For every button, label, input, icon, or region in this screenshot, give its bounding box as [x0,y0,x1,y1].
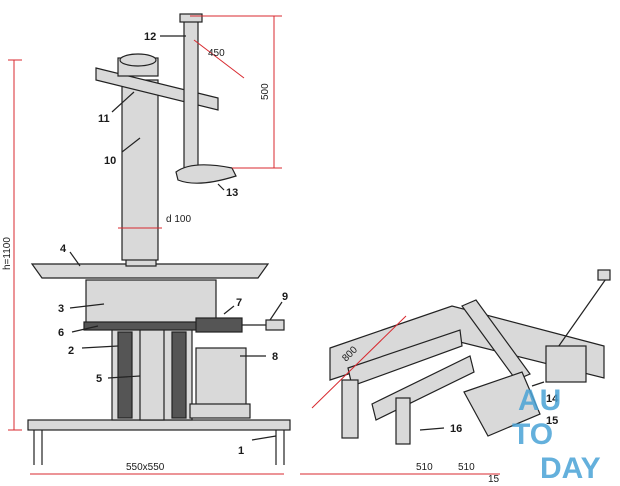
part-label-4: 4 [60,243,67,255]
part-callouts: 1 2 3 4 5 6 7 8 9 10 11 12 13 14 15 16 [58,31,559,457]
ramp-dim-line [311,315,407,409]
lever-post [461,299,531,381]
right-dimension-c: 15 [488,474,500,485]
watermark-line-3: DAY [540,452,601,485]
handle-bar [555,275,609,351]
part-label-5: 5 [96,373,102,385]
autoday-watermark: AU TO DAY [512,384,601,485]
part-label-11: 11 [98,113,110,125]
watermark-line-1: AU [518,384,561,417]
part-label-1: 1 [238,445,244,457]
part-label-14: 14 [546,393,559,405]
height-dimension: h=1100 [2,237,13,270]
bearing-right [171,331,187,419]
column-dimension: 500 [260,83,271,100]
rod-top [179,13,203,23]
frame-leg [395,397,411,445]
right-dimension-b: 510 [458,462,475,473]
part-label-13: 13 [226,187,238,199]
base-dimension: 550x550 [126,462,165,473]
part-label-2: 2 [68,345,74,357]
handle-grip [597,269,611,281]
base-table [27,419,291,431]
part-label-16: 16 [450,423,462,435]
part-label-8: 8 [272,351,278,363]
tool-head [175,164,237,184]
reducer-base [189,403,251,419]
part-label-12: 12 [144,31,156,43]
machine-right [329,269,611,445]
gear [195,317,243,333]
dimension-lines-right [300,315,500,475]
arm-dim-line [193,39,245,79]
gear-reducer [195,347,247,411]
part-label-3: 3 [58,303,64,315]
part-label-10: 10 [104,155,116,167]
right-dimension-a: 510 [416,462,433,473]
part-label-7: 7 [236,297,242,309]
part-label-9: 9 [282,291,288,303]
dimension-lines-left [8,15,284,475]
column [121,79,159,261]
bead-breaker-shoe [463,371,541,437]
watermark-line-2: TO [512,418,553,451]
arm-dimension: 450 [208,48,225,59]
drum [85,279,217,325]
frame-leg [341,379,359,439]
crank-handle [265,319,285,331]
frame-deck [329,305,605,381]
part-label-15: 15 [546,415,558,427]
arm-cap [119,53,157,67]
clamp-box [545,345,587,383]
turntable [30,263,270,279]
diameter-dimension: d 100 [166,214,191,225]
machine-left [27,13,291,465]
part-label-6: 6 [58,327,64,339]
bearing-left [117,331,133,419]
tool-rod [183,19,199,181]
